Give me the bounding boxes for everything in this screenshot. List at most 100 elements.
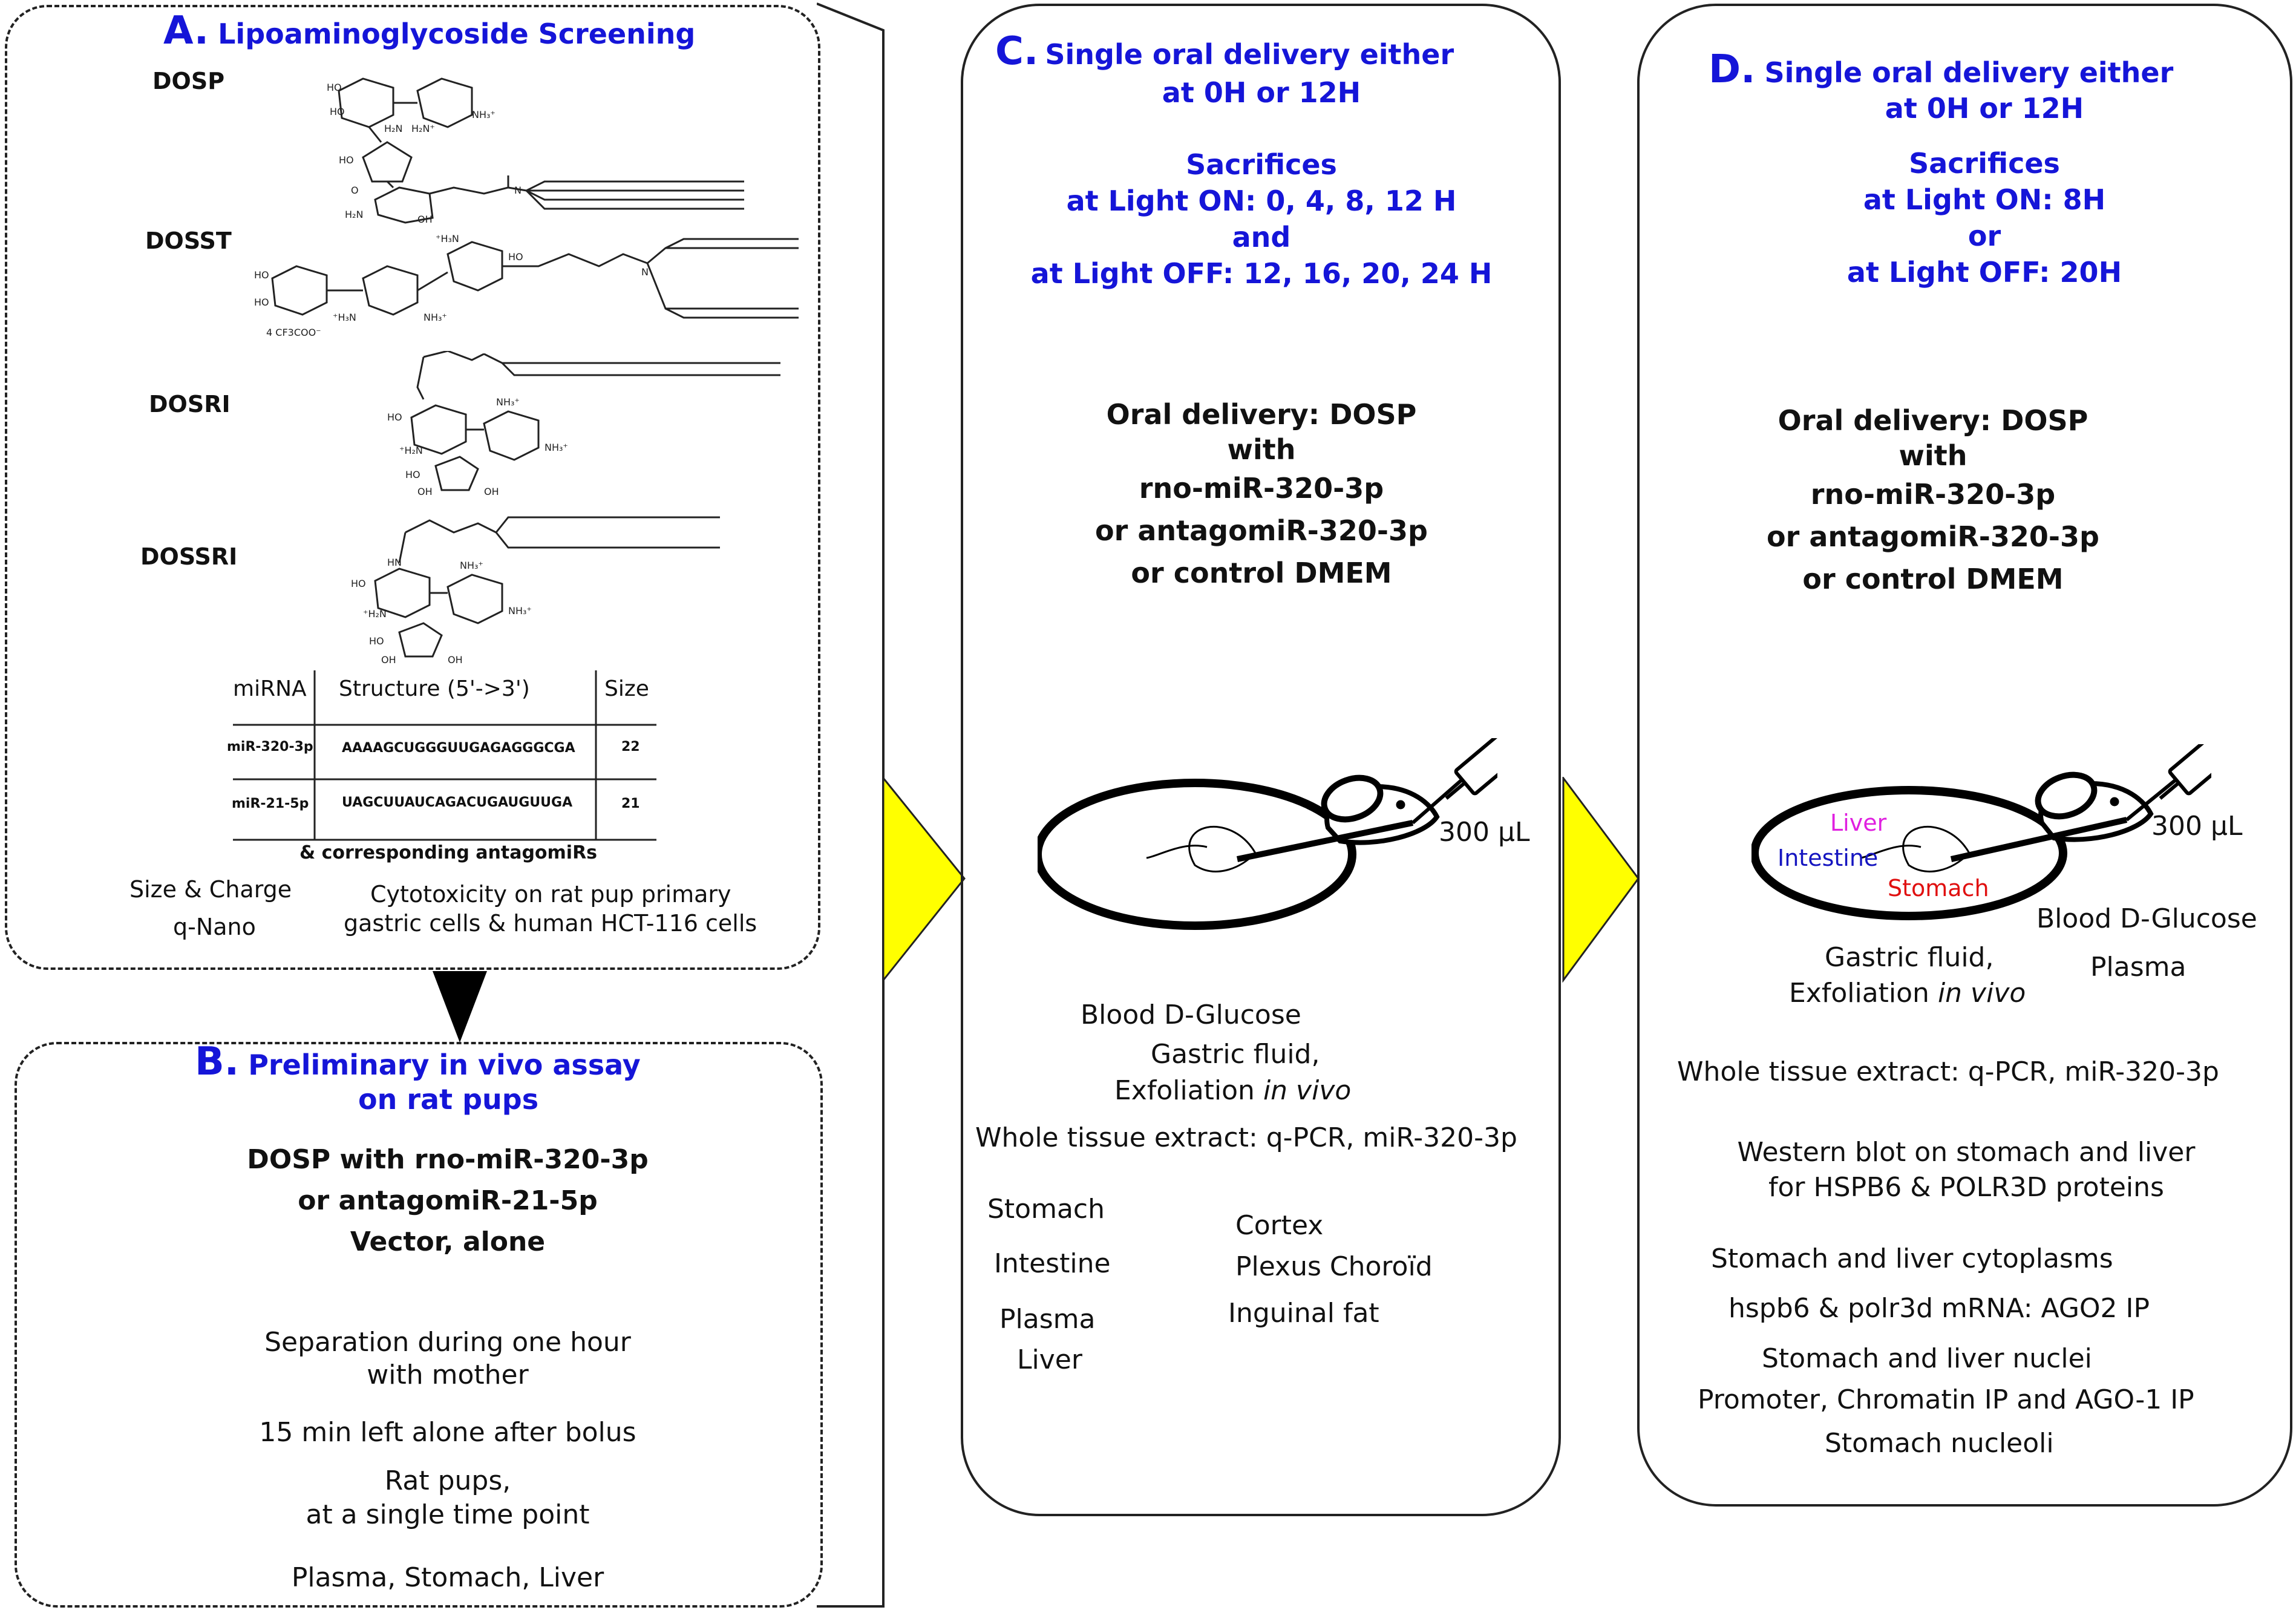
svg-text:NH₃⁺: NH₃⁺ bbox=[472, 109, 496, 120]
rat-pups-line1: Rat pups, bbox=[384, 1465, 511, 1496]
table-cell-size: 21 bbox=[621, 796, 640, 811]
western-line2: for HSPB6 & POLR3D proteins bbox=[1768, 1172, 2164, 1203]
table-header-mirna: miRNA bbox=[233, 676, 307, 701]
oral-line: or control DMEM bbox=[1131, 557, 1392, 589]
panel-c-sacrifices: Sacrifices at Light ON: 0, 4, 8, 12 H an… bbox=[968, 146, 1555, 292]
tissue-inguinal-fat: Inguinal fat bbox=[1228, 1298, 1379, 1329]
down-arrow bbox=[433, 971, 487, 1042]
panel-c-oral-delivery: Oral delivery: DOSP with rno-miR-320-3p … bbox=[968, 397, 1555, 594]
table-cell-mirna: miR-21-5p bbox=[232, 796, 309, 811]
svg-text:N: N bbox=[641, 266, 649, 278]
panel-c-exfoliation: Exfoliation in vivo bbox=[1114, 1075, 1351, 1106]
panel-b-treatments: DOSP with rno-miR-320-3p or antagomiR-21… bbox=[182, 1139, 714, 1263]
svg-text:OH: OH bbox=[417, 214, 433, 224]
oral-line: with bbox=[1227, 433, 1296, 466]
exfoliation-label: Exfoliation bbox=[1114, 1075, 1255, 1106]
panel-d-cytoplasms: Stomach and liver cytoplasms bbox=[1711, 1243, 2113, 1274]
mirna-table-lines bbox=[233, 670, 656, 841]
oral-line: Oral delivery: DOSP bbox=[1778, 404, 2088, 437]
size-charge-label: Size & Charge bbox=[129, 876, 292, 903]
svg-text:NH₃⁺: NH₃⁺ bbox=[460, 560, 483, 571]
sacrifice-line: at Light ON: 0, 4, 8, 12 H bbox=[1066, 185, 1457, 217]
sacrifice-line: at Light OFF: 12, 16, 20, 24 H bbox=[1030, 257, 1493, 290]
svg-text:H₂N: H₂N bbox=[345, 209, 363, 220]
counterion-label: 4 CF3COO⁻ bbox=[266, 327, 321, 338]
sacrifice-line: or bbox=[1967, 220, 2001, 252]
left-alone-text: 15 min left alone after bolus bbox=[259, 1417, 636, 1448]
organ-label-liver: Liver bbox=[1830, 810, 1887, 836]
panel-d-title-line2: at 0H or 12H bbox=[1885, 92, 2084, 125]
panel-c-letter: C. bbox=[995, 29, 1039, 74]
panel-d-blood-glucose: Blood D-Glucose bbox=[2036, 903, 2257, 934]
rat-pups-text: Rat pups, at a single time point bbox=[182, 1464, 714, 1532]
panel-c-whole-tissue: Whole tissue extract: q-PCR, miR-320-3p bbox=[975, 1122, 1517, 1153]
panel-a-heading: A. Lipoaminoglycoside Screening bbox=[163, 8, 695, 53]
panel-c-title-line2: at 0H or 12H bbox=[1162, 76, 1361, 109]
cytotox-line1: Cytotoxicity on rat pup primary bbox=[370, 881, 731, 908]
panel-d-title-line1: Single oral delivery either bbox=[1764, 56, 2174, 89]
panel-c-heading: C. Single oral delivery either bbox=[995, 29, 1454, 74]
panel-c-gastric-fluid: Gastric fluid, bbox=[1151, 1039, 1320, 1070]
rat-gavage-drawing bbox=[1038, 738, 1497, 930]
tissue-plasma: Plasma bbox=[999, 1304, 1096, 1335]
panel-d-promoter: Promoter, Chromatin IP and AGO-1 IP bbox=[1698, 1384, 2194, 1415]
table-cell-mirna: miR-320-3p bbox=[227, 739, 313, 754]
sacrifice-line: Sacrifices bbox=[1186, 148, 1337, 181]
panel-d-whole-tissue: Whole tissue extract: q-PCR, miR-320-3p bbox=[1677, 1056, 2219, 1087]
svg-text:OH: OH bbox=[381, 654, 396, 666]
svg-text:H₂N⁺: H₂N⁺ bbox=[411, 123, 435, 134]
treatment-line: Vector, alone bbox=[350, 1226, 546, 1257]
compound-label-dossri: DOSSRI bbox=[140, 543, 238, 570]
panel-c-blood-glucose: Blood D-Glucose bbox=[1081, 1000, 1301, 1030]
panel-a-letter: A. bbox=[163, 8, 209, 53]
svg-text:OH: OH bbox=[448, 654, 463, 666]
table-cell-size: 22 bbox=[621, 739, 640, 754]
panel-d-nucleoli: Stomach nucleoli bbox=[1825, 1428, 2054, 1459]
table-header-size: Size bbox=[604, 676, 649, 701]
svg-text:⁺H₃N: ⁺H₃N bbox=[436, 233, 459, 244]
panel-c-box bbox=[961, 4, 1561, 1516]
oral-line: Oral delivery: DOSP bbox=[1106, 398, 1417, 431]
svg-text:O: O bbox=[351, 185, 359, 196]
panel-ab-bracket bbox=[817, 2, 885, 1608]
arrow-b-to-c bbox=[882, 777, 966, 983]
table-cell-structure: AAAAGCUGGGUUGAGAGGGCGA bbox=[342, 741, 575, 756]
svg-text:OH: OH bbox=[484, 486, 499, 496]
panel-d-heading: D. Single oral delivery either bbox=[1709, 47, 2173, 92]
svg-text:H₂N: H₂N bbox=[384, 123, 402, 134]
tissue-liver: Liver bbox=[1017, 1344, 1082, 1375]
panel-a-box bbox=[5, 5, 820, 970]
svg-text:NH₃⁺: NH₃⁺ bbox=[496, 396, 520, 408]
svg-text:HN: HN bbox=[387, 557, 402, 568]
sacrifice-line: at Light ON: 8H bbox=[1863, 183, 2106, 216]
treatment-line: DOSP with rno-miR-320-3p bbox=[247, 1144, 649, 1175]
svg-text:NH₃⁺: NH₃⁺ bbox=[508, 605, 532, 617]
separation-line1: Separation during one hour bbox=[264, 1327, 631, 1358]
tissue-cortex: Cortex bbox=[1235, 1210, 1324, 1241]
organ-label-stomach: Stomach bbox=[1888, 875, 1989, 902]
oral-line: or control DMEM bbox=[1802, 563, 2064, 595]
in-vivo-label: in vivo bbox=[1263, 1075, 1352, 1106]
treatment-line: or antagomiR-21-5p bbox=[298, 1185, 598, 1216]
organ-label-intestine: Intestine bbox=[1778, 845, 1879, 871]
panel-d-mrna: hspb6 & polr3d mRNA: AGO2 IP bbox=[1729, 1293, 2150, 1324]
tissue-plexus: Plexus Choroïd bbox=[1235, 1251, 1433, 1282]
oral-line: or antagomiR-320-3p bbox=[1095, 514, 1428, 547]
compound-label-dosri: DOSRI bbox=[149, 391, 231, 417]
oral-line: rno-miR-320-3p bbox=[1139, 472, 1384, 505]
panel-b-box bbox=[15, 1042, 823, 1608]
sacrifice-line: at Light OFF: 20H bbox=[1846, 256, 2122, 289]
cytotox-line2: gastric cells & human HCT-116 cells bbox=[344, 910, 757, 937]
panel-d-box bbox=[1637, 4, 2292, 1507]
panel-d-oral-delivery: Oral delivery: DOSP with rno-miR-320-3p … bbox=[1646, 403, 2220, 600]
panel-d-exfoliation: Exfoliation in vivo bbox=[1789, 978, 2026, 1009]
table-footer: & corresponding antagomiRs bbox=[299, 842, 598, 863]
sacrifice-line: and bbox=[1232, 221, 1291, 254]
svg-text:HO: HO bbox=[351, 578, 366, 589]
panel-a-title: Lipoaminoglycoside Screening bbox=[218, 18, 696, 50]
svg-text:⁺H₂N: ⁺H₂N bbox=[399, 445, 423, 456]
svg-text:HO: HO bbox=[327, 82, 342, 93]
svg-text:NH₃⁺: NH₃⁺ bbox=[545, 442, 568, 453]
qnano-label: q-Nano bbox=[173, 914, 256, 940]
